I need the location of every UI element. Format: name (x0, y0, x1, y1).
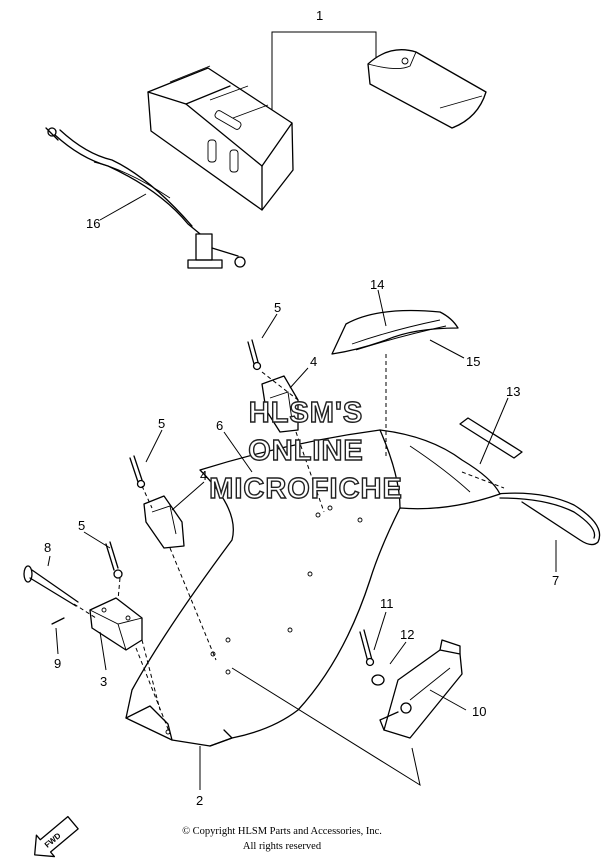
watermark-line-1: HLSM'S (249, 397, 363, 429)
assembly-line (117, 577, 121, 601)
collar-12 (371, 674, 385, 686)
screw-5-middle (129, 455, 146, 489)
callout-6: 6 (216, 418, 223, 433)
bracket-4-upper (261, 375, 299, 433)
fwd-arrow-badge: FWD (34, 815, 79, 858)
bracket-part-3 (89, 597, 143, 651)
callout-4-upper: 4 (310, 354, 317, 369)
callout-1: 1 (316, 8, 323, 23)
bracket-part-10 (379, 639, 463, 739)
bracket-4-lower (143, 495, 185, 549)
leader-lines (47, 193, 557, 790)
callout-12: 12 (400, 627, 414, 642)
callout-numbers: 1 16 5 14 15 4 13 5 6 4 5 8 7 11 12 9 3 … (44, 8, 559, 808)
assembly-line (73, 603, 97, 619)
cable-part (45, 127, 246, 269)
screw-5-upper (247, 339, 262, 371)
assembly-line (295, 431, 325, 513)
copyright-line-1: © Copyright HLSM Parts and Accessories, … (182, 826, 382, 837)
callout-11: 11 (380, 596, 394, 611)
watermark-line-3: MICROFICHE (209, 473, 403, 505)
callout-9: 9 (54, 656, 61, 671)
callout-5-upper: 5 (274, 300, 281, 315)
callout-15: 15 (466, 354, 480, 369)
callout-2: 2 (196, 793, 203, 808)
screw-5-lower (105, 541, 123, 579)
callout-3: 3 (100, 674, 107, 689)
callout-7: 7 (552, 573, 559, 588)
wire-part (495, 492, 601, 546)
watermark: HLSM'S ONLINE MICROFICHE (208, 396, 403, 505)
callout-13: 13 (506, 384, 520, 399)
callout-5-middle: 5 (158, 416, 165, 431)
copyright-line-2: All rights reserved (243, 841, 322, 852)
callout-5-lower: 5 (78, 518, 85, 533)
seal-part (331, 309, 459, 355)
callout-8: 8 (44, 540, 51, 555)
assembly-line (461, 471, 505, 489)
assembly-line (141, 639, 161, 711)
callout-10: 10 (472, 704, 486, 719)
bolt-8 (23, 565, 79, 607)
assembly-line (135, 647, 171, 735)
screw-11 (359, 629, 375, 667)
watermark-line-2: ONLINE (248, 435, 364, 467)
callout-4-lower: 4 (200, 468, 207, 483)
assembly-line (169, 547, 217, 661)
callout-16: 16 (86, 216, 100, 231)
callout-14: 14 (370, 277, 384, 292)
rear-fender-part (125, 429, 501, 747)
tool-kit-part (147, 31, 487, 211)
pin-9 (51, 617, 65, 625)
assembly-line (261, 371, 299, 401)
